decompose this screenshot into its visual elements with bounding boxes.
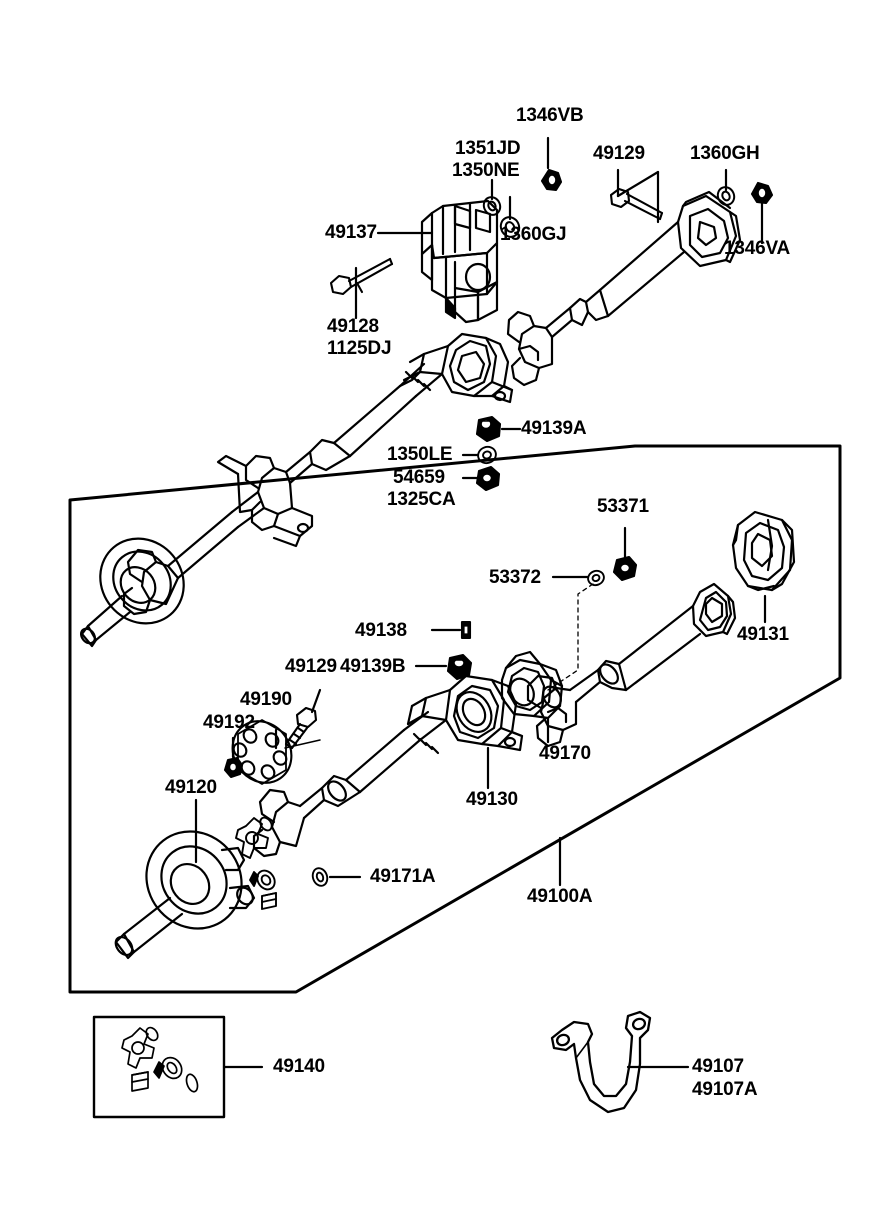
assembly-hint-53372 [547, 583, 594, 691]
label-49129-lower: 49129 [285, 656, 337, 677]
label-49100A: 49100A [527, 886, 593, 907]
bolt-49129-top [609, 187, 664, 221]
fastener-54659 [475, 465, 501, 492]
center-bearing-upper [284, 332, 514, 485]
bolt-49129-lower [284, 706, 318, 750]
label-53371: 53371 [597, 496, 649, 517]
roll-pin-49138 [460, 620, 472, 640]
rear-propeller-shaft-top [506, 190, 742, 387]
rear-shaft-lower [526, 582, 737, 748]
label-49130: 49130 [466, 789, 518, 810]
label-1325CA: 1325CA [387, 489, 456, 510]
label-49128: 49128 [327, 316, 379, 337]
kit-contents-49140 [121, 1026, 199, 1093]
label-49139B: 49139B [340, 656, 406, 677]
label-49120: 49120 [165, 777, 217, 798]
label-49139A: 49139A [521, 418, 587, 439]
label-49140: 49140 [273, 1056, 325, 1077]
nut-49192 [223, 756, 244, 779]
flange-yoke-49131 [731, 510, 796, 592]
label-53372: 53372 [489, 567, 541, 588]
spider-kit-parts [235, 816, 329, 910]
nut-1346VA [750, 181, 774, 205]
label-1346VB: 1346VB [516, 105, 584, 126]
front-shaft-lower [252, 710, 448, 858]
fastener-1350LE [477, 445, 497, 465]
label-49137: 49137 [325, 222, 377, 243]
label-1360GJ: 1360GJ [500, 224, 567, 245]
label-1350LE: 1350LE [387, 444, 453, 465]
label-49138: 49138 [355, 620, 407, 641]
nut-49139B [446, 653, 473, 681]
label-1351JD: 1351JD [455, 138, 521, 159]
label-1350NE: 1350NE [452, 160, 520, 181]
label-1125DJ: 1125DJ [327, 338, 392, 359]
label-1346VA: 1346VA [724, 238, 791, 259]
bolt-49128 [329, 257, 394, 296]
label-1360GH: 1360GH [690, 143, 760, 164]
fastener-1360GJ [499, 216, 521, 238]
center-bearing-49130 [406, 674, 524, 752]
strap-49107 [550, 1010, 652, 1114]
front-propeller-shaft-top [80, 454, 314, 648]
label-49192: 49192 [203, 712, 255, 733]
nut-1346VB [540, 168, 563, 192]
label-49190: 49190 [240, 689, 292, 710]
fastener-53372 [587, 569, 605, 587]
fastener-1351JD-1350NE [482, 196, 502, 216]
nut-53371 [612, 555, 638, 582]
label-49129-top: 49129 [593, 143, 645, 164]
group-boundary-49100A [68, 444, 842, 994]
label-49170: 49170 [539, 743, 591, 764]
leader-49129-lower [310, 688, 322, 714]
label-49107A: 49107A [692, 1079, 758, 1100]
label-49107: 49107 [692, 1056, 744, 1077]
bracket-49137 [420, 199, 499, 324]
label-54659: 54659 [393, 467, 445, 488]
label-49131: 49131 [737, 624, 789, 645]
label-49171A: 49171A [370, 866, 436, 887]
fastener-49139A [475, 415, 502, 443]
flange-stub-49120 [114, 830, 256, 960]
